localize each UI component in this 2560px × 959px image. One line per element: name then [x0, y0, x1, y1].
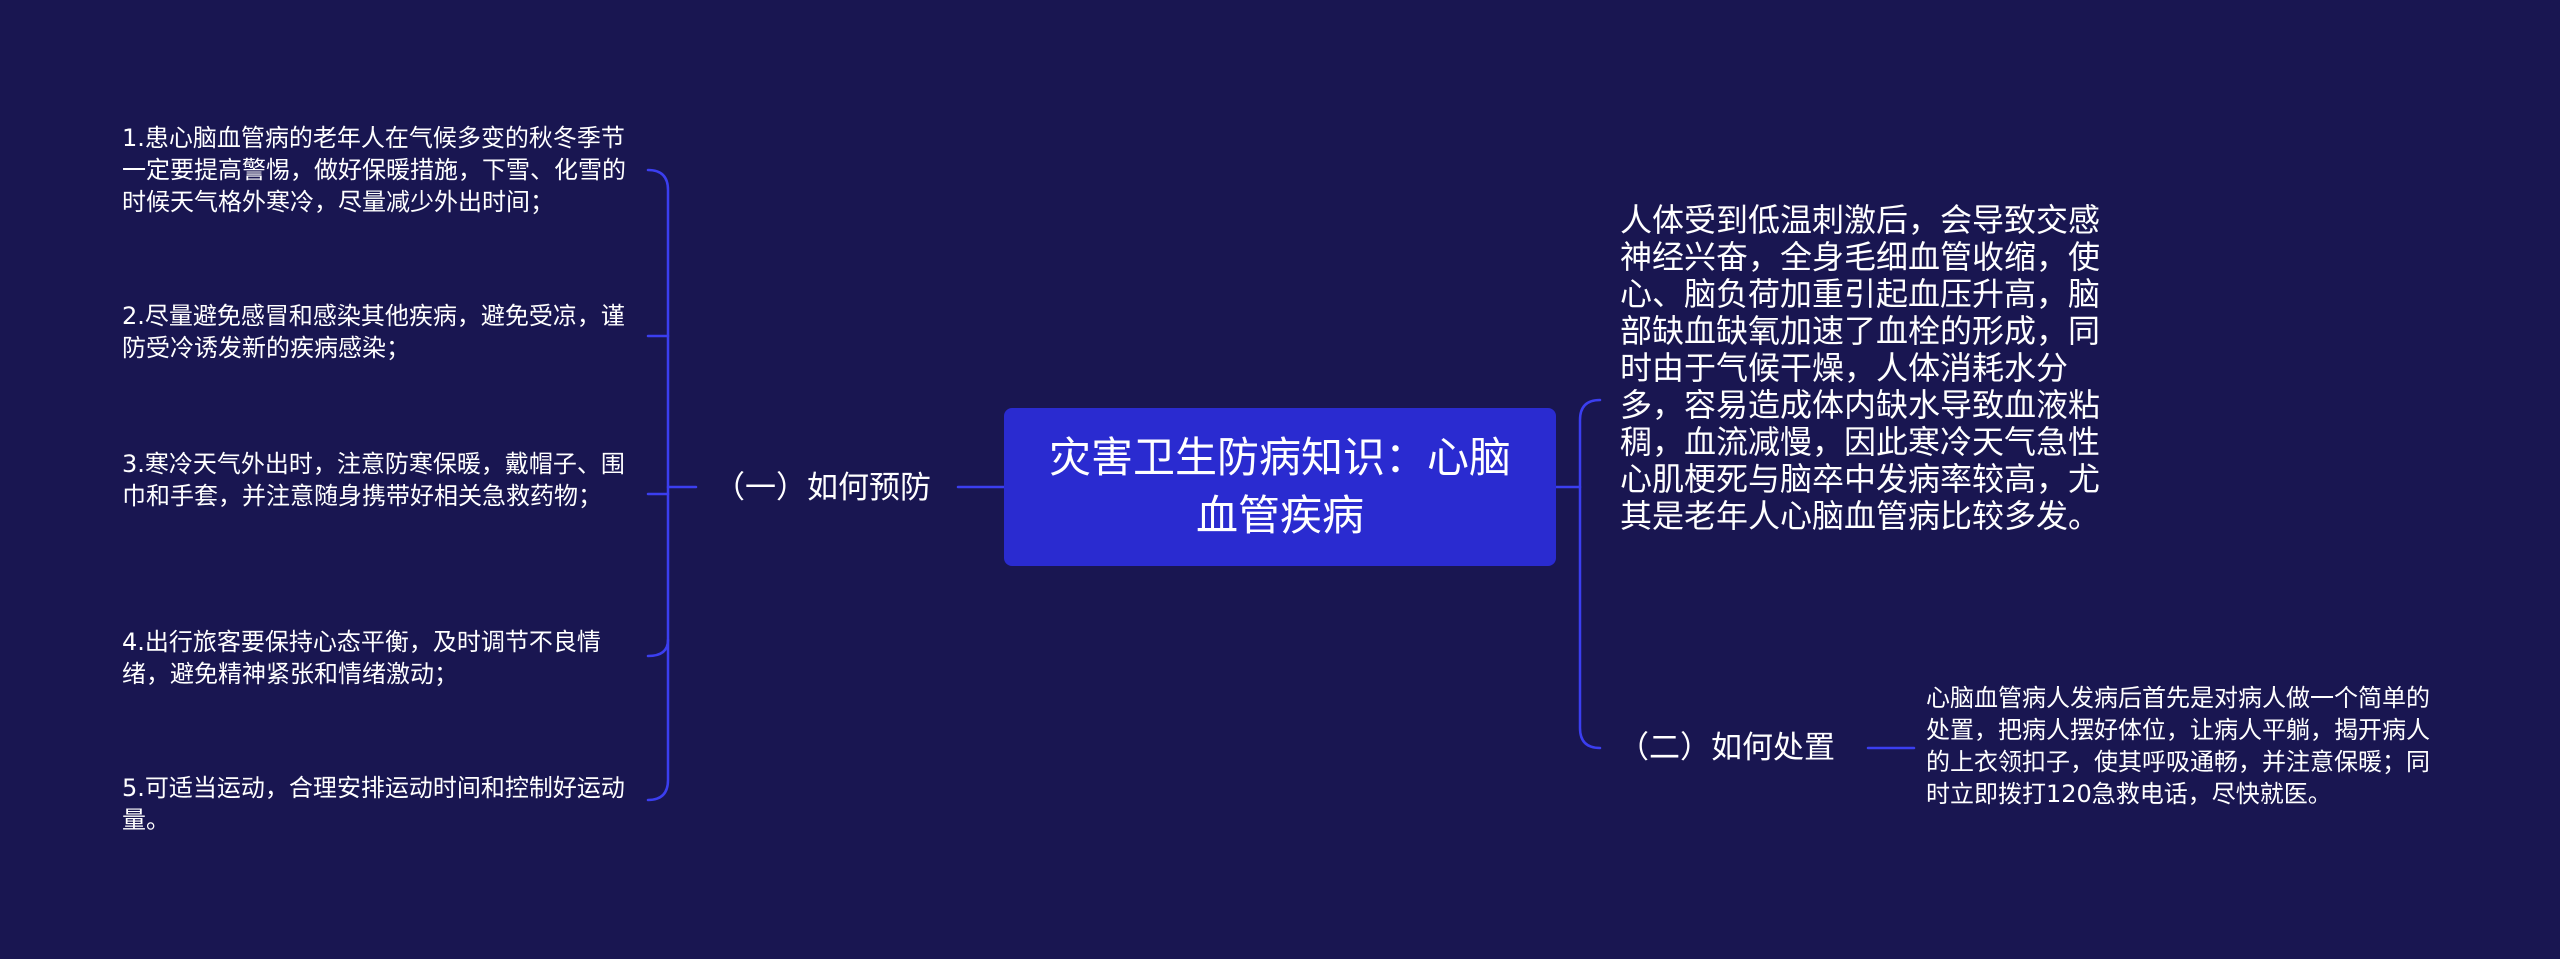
branch-prevention[interactable]: （一）如何预防 [714, 468, 931, 508]
treatment-item-text: 心脑血管病人发病后首先是对病人做一个简单的处置，把病人摆好体位，让病人平躺，揭开… [1926, 684, 2430, 808]
right-bracket [1578, 398, 1602, 750]
left-bracket-tick-4 [646, 638, 670, 658]
prevention-item-2-text: 2.尽量避免感冒和感染其他疾病，避免受凉，谨防受冷诱发新的疾病感染； [122, 302, 625, 362]
prevention-item-4-text: 4.出行旅客要保持心态平衡，及时调节不良情绪，避免精神紧张和情绪激动； [122, 628, 601, 688]
prevention-item-2[interactable]: 2.尽量避免感冒和感染其他疾病，避免受凉，谨防受冷诱发新的疾病感染； [122, 300, 642, 364]
branch-treatment[interactable]: （二）如何处置 [1618, 728, 1835, 768]
prevention-item-1-text: 1.患心脑血管病的老年人在气候多变的秋冬季节一定要提高警惕，做好保暖措施，下雪、… [122, 124, 626, 216]
prevention-item-5[interactable]: 5.可适当运动，合理安排运动时间和控制好运动量。 [122, 772, 642, 836]
branch-treatment-label: （二）如何处置 [1618, 730, 1835, 766]
cause-description[interactable]: 人体受到低温刺激后，会导致交感神经兴奋，全身毛细血管收缩，使心、脑负荷加重引起血… [1620, 202, 2120, 535]
prevention-item-4[interactable]: 4.出行旅客要保持心态平衡，及时调节不良情绪，避免精神紧张和情绪激动； [122, 626, 642, 690]
root-title: 灾害卫生防病知识：心脑血管疾病 [1048, 433, 1511, 540]
prevention-item-5-text: 5.可适当运动，合理安排运动时间和控制好运动量。 [122, 774, 625, 834]
prevention-item-3-text: 3.寒冷天气外出时，注意防寒保暖，戴帽子、围巾和手套，并注意随身携带好相关急救药… [122, 450, 625, 510]
treatment-item[interactable]: 心脑血管病人发病后首先是对病人做一个简单的处置，把病人摆好体位，让病人平躺，揭开… [1926, 682, 2446, 810]
branch-prevention-label: （一）如何预防 [714, 470, 931, 506]
prevention-item-1[interactable]: 1.患心脑血管病的老年人在气候多变的秋冬季节一定要提高警惕，做好保暖措施，下雪、… [122, 122, 642, 218]
prevention-item-3[interactable]: 3.寒冷天气外出时，注意防寒保暖，戴帽子、围巾和手套，并注意随身携带好相关急救药… [122, 448, 642, 512]
root-topic[interactable]: 灾害卫生防病知识：心脑血管疾病 [1004, 408, 1556, 566]
cause-description-text: 人体受到低温刺激后，会导致交感神经兴奋，全身毛细血管收缩，使心、脑负荷加重引起血… [1620, 201, 2101, 535]
left-bracket [646, 168, 670, 802]
